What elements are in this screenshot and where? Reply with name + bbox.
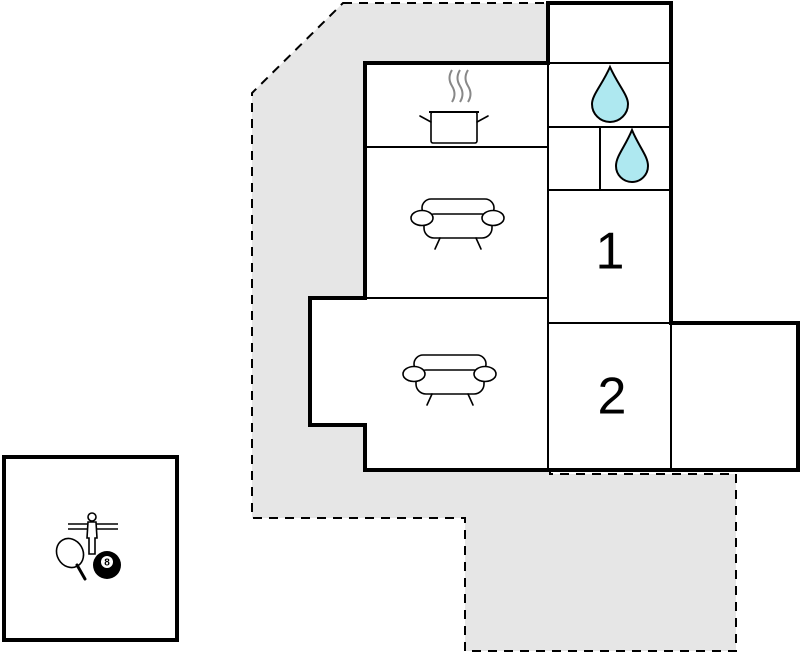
bedroom-2-label: 2 xyxy=(598,368,627,426)
billiard-ball-icon: 8 xyxy=(93,551,121,579)
bedroom-1-label: 1 xyxy=(596,223,625,281)
table-tennis-icon xyxy=(55,537,87,581)
foosball-icon xyxy=(68,512,118,555)
annex-building xyxy=(2,455,179,642)
house-footprint xyxy=(310,3,798,470)
exterior-walls xyxy=(308,1,800,472)
room-dividers xyxy=(365,62,672,470)
water-drop-icon xyxy=(590,64,630,123)
water-drop-icon xyxy=(614,127,650,183)
cooking-pot-icon xyxy=(419,69,489,144)
svg-text:8: 8 xyxy=(104,558,110,569)
sofa-icon xyxy=(410,198,505,250)
sofa-icon xyxy=(402,354,497,406)
